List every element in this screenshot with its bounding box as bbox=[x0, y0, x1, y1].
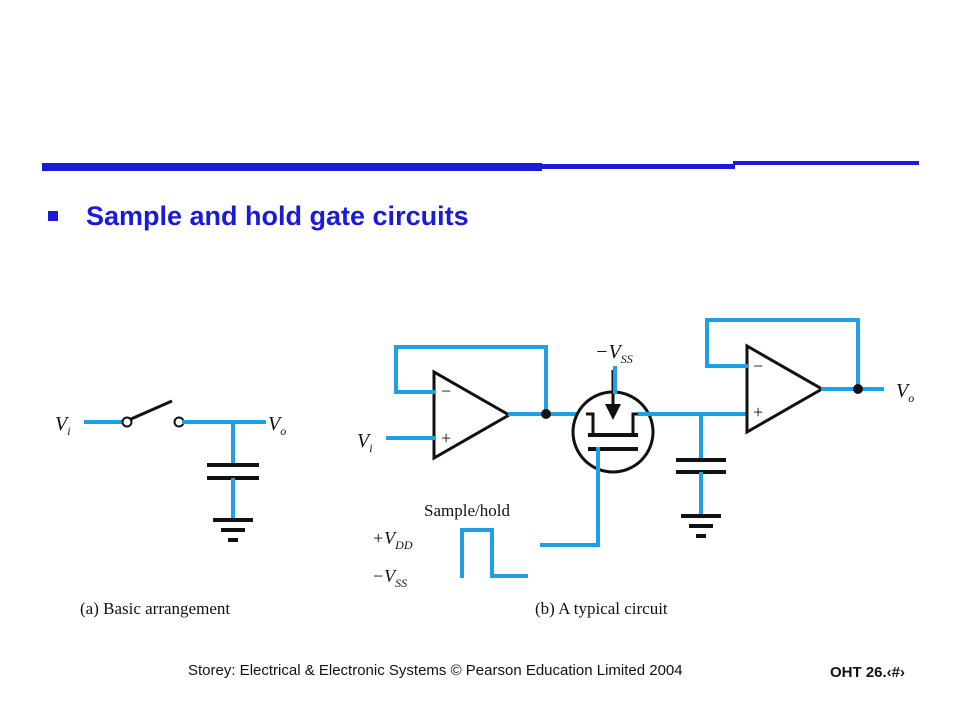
feedback-loop-2 bbox=[705, 318, 860, 391]
footer-credit: Storey: Electrical & Electronic Systems … bbox=[188, 662, 683, 679]
mosfet-arrow bbox=[605, 404, 621, 420]
switch-terminal-left bbox=[121, 416, 133, 428]
opamp-buffer-2 bbox=[745, 343, 826, 435]
gate-control-wire bbox=[540, 447, 600, 547]
header-rule-mid bbox=[540, 164, 735, 169]
output-label-b: Vo bbox=[896, 380, 914, 405]
mosfet-drain-lead bbox=[631, 412, 640, 433]
input-label-a: Vi bbox=[55, 413, 71, 438]
opamp2-plus-label: + bbox=[753, 402, 763, 422]
feedback-loop-1 bbox=[394, 345, 548, 416]
node-dot-1 bbox=[541, 409, 551, 419]
caption-b: (b) A typical circuit bbox=[535, 599, 668, 618]
header-rule-thick bbox=[42, 163, 542, 171]
opamp1-plus-label: + bbox=[441, 428, 451, 448]
control-signal-label: Sample/hold bbox=[424, 501, 510, 520]
sample-hold-pulse bbox=[460, 528, 528, 578]
opamp1-minus-label: − bbox=[441, 381, 451, 401]
input-label-b: Vi bbox=[357, 430, 373, 455]
switch-blade bbox=[130, 399, 173, 421]
slide-number: OHT 26.‹#› bbox=[830, 664, 906, 681]
slide-title: Sample and hold gate circuits bbox=[86, 200, 469, 231]
header-rule-thin bbox=[733, 161, 919, 165]
caption-a: (a) Basic arrangement bbox=[80, 599, 230, 618]
panel-a: Vi Vo (a) Basic arrangement bbox=[55, 399, 286, 618]
bullet-icon bbox=[48, 211, 58, 221]
output-label-a: Vo bbox=[268, 413, 286, 438]
node-dot-2 bbox=[853, 384, 863, 394]
low-level-label: −VSS bbox=[372, 566, 407, 590]
gate-supply-label: −VSS bbox=[595, 341, 633, 366]
opamp-buffer-1 bbox=[432, 369, 513, 461]
opamp2-minus-label: − bbox=[753, 356, 763, 376]
panel-b: − + − + Vi Vo −V bbox=[357, 318, 914, 618]
mosfet-source-lead bbox=[586, 412, 595, 433]
title-row: Sample and hold gate circuits bbox=[48, 196, 469, 236]
high-level-label: +VDD bbox=[372, 528, 413, 552]
